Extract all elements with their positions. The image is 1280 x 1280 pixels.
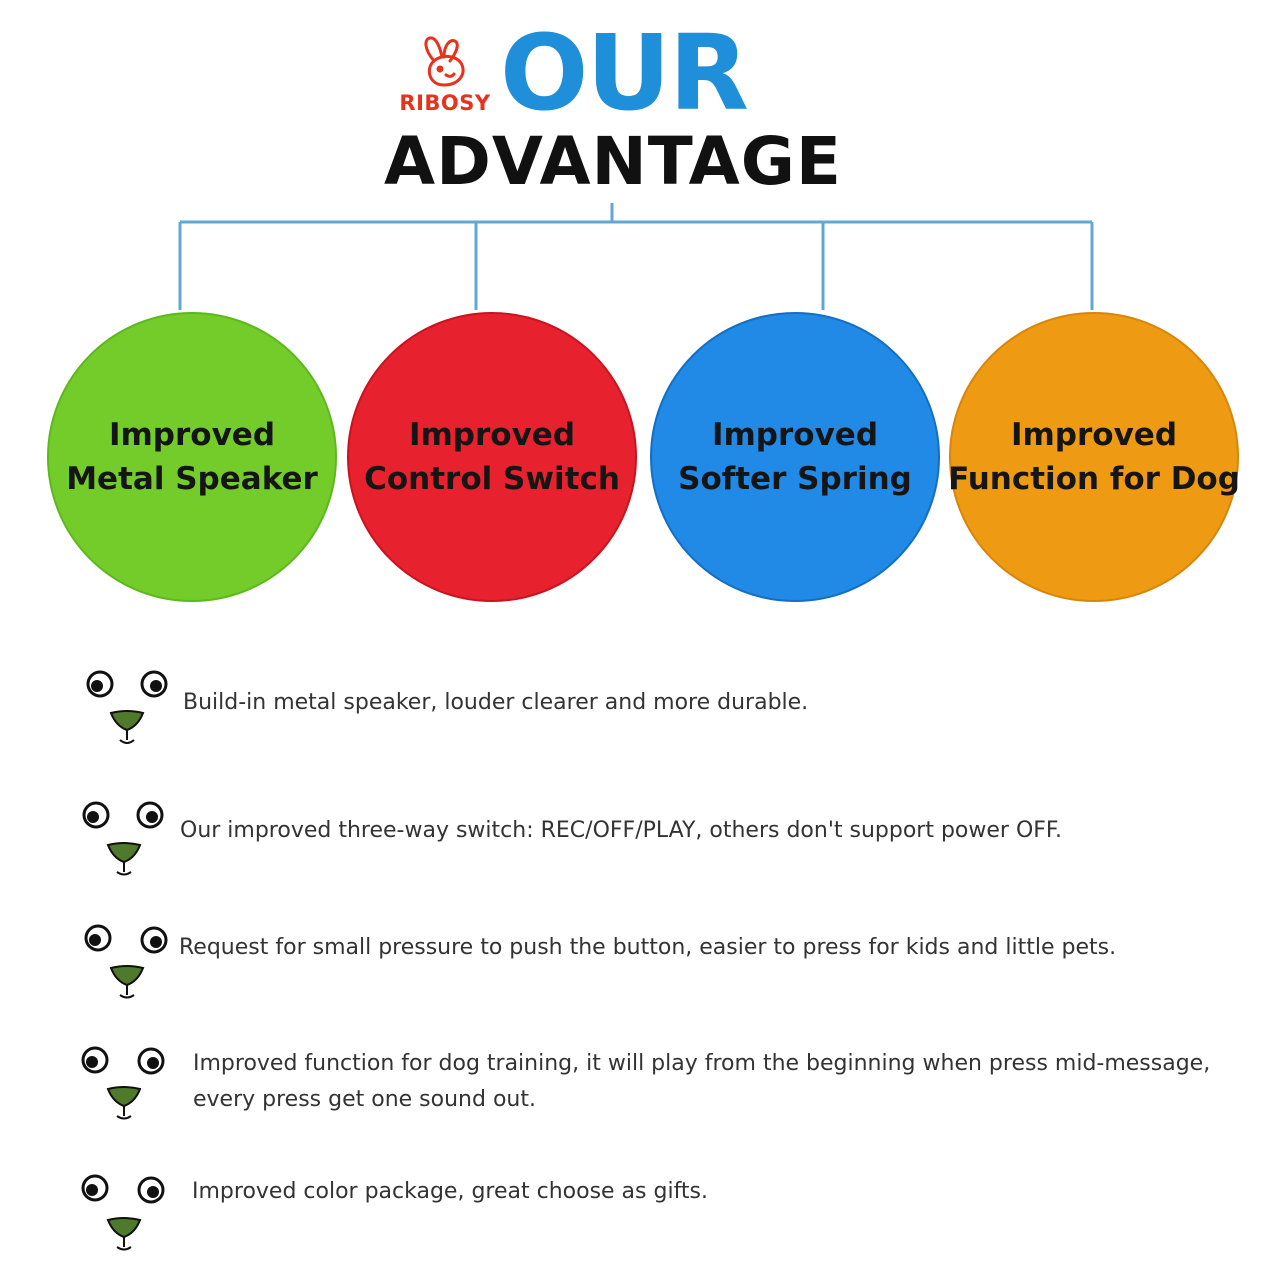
feature-text: Build-in metal speaker, louder clearer a… xyxy=(183,690,809,715)
list-item: Our improved three-way switch: REC/OFF/P… xyxy=(80,797,1270,887)
circle-label-line2: Function for Dog xyxy=(948,461,1240,497)
brand-logo: RIBOSY xyxy=(390,35,500,125)
feature-text: Improved function for dog training, it w… xyxy=(193,1051,1211,1076)
list-item: Build-in metal speaker, louder clearer a… xyxy=(80,668,1270,758)
dog-face-icon xyxy=(82,801,164,876)
feature-text: Request for small pressure to push the b… xyxy=(179,935,1117,960)
list-item: Request for small pressure to push the b… xyxy=(80,922,1270,1012)
feature-text: Our improved three-way switch: REC/OFF/P… xyxy=(180,818,1063,843)
circle-label-line1: Improved xyxy=(408,417,576,453)
circle-label-line2: Metal Speaker xyxy=(66,461,318,497)
feature-text: Improved color package, great choose as … xyxy=(192,1179,709,1204)
circle-control-switch: Improved Control Switch xyxy=(347,312,637,602)
list-item: Improved function for dog training, it w… xyxy=(80,1043,1270,1133)
rabbit-logo-icon xyxy=(424,36,465,87)
brand-name: RIBOSY xyxy=(399,91,491,115)
feature-text-continued: every press get one sound out. xyxy=(193,1087,536,1112)
circle-label-line2: Softer Spring xyxy=(678,461,912,497)
dog-face-icon xyxy=(86,670,168,744)
dog-face-icon xyxy=(81,1046,165,1120)
circle-metal-speaker: Improved Metal Speaker xyxy=(47,312,337,602)
list-item: Improved color package, great choose as … xyxy=(80,1172,1270,1262)
dog-face-icon xyxy=(81,1174,165,1251)
title-advantage: ADVANTAGE xyxy=(384,123,843,200)
circle-label-line2: Control Switch xyxy=(364,461,620,497)
circle-label-line1: Improved xyxy=(711,417,879,453)
circle-softer-spring: Improved Softer Spring xyxy=(650,312,940,602)
title-our: OUR xyxy=(500,12,749,134)
connector-lines xyxy=(178,203,1094,310)
circle-label-line1: Improved xyxy=(1010,417,1178,453)
circle-function-for-dog: Improved Function for Dog xyxy=(948,312,1240,602)
circle-label-line1: Improved xyxy=(108,417,276,453)
dog-face-icon xyxy=(84,924,168,999)
